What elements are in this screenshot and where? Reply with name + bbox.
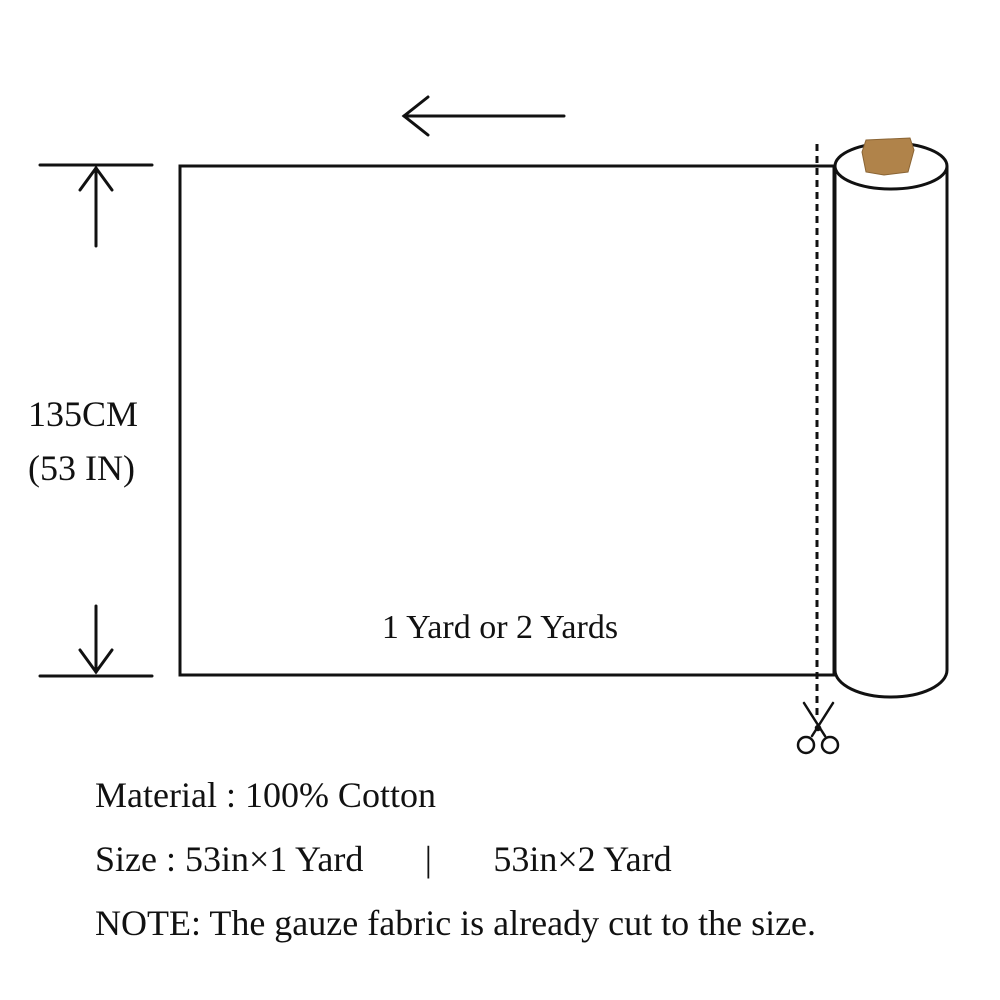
note-text: NOTE: The gauze fabric is already cut to…	[95, 903, 817, 943]
fabric-sheet	[178, 164, 836, 677]
material-text: Material : 100% Cotton	[95, 775, 436, 815]
direction-arrow-icon	[401, 95, 566, 137]
length-label: 1 Yard or 2 Yards	[381, 609, 619, 646]
size-text: Size : 53in×1 Yard | 53in×2 Yard	[95, 838, 672, 880]
size-option-2: 53in×2 Yard	[493, 839, 672, 879]
size-separator: |	[424, 839, 432, 879]
size-option-1: Size : 53in×1 Yard	[95, 839, 364, 879]
width-dimension	[38, 163, 154, 678]
fabric-roll	[833, 137, 949, 699]
width-in-label: (53 IN)	[28, 448, 135, 488]
roll-core	[861, 137, 915, 176]
scissors-icon	[796, 701, 840, 755]
width-cm-label: 135CM	[28, 394, 139, 434]
